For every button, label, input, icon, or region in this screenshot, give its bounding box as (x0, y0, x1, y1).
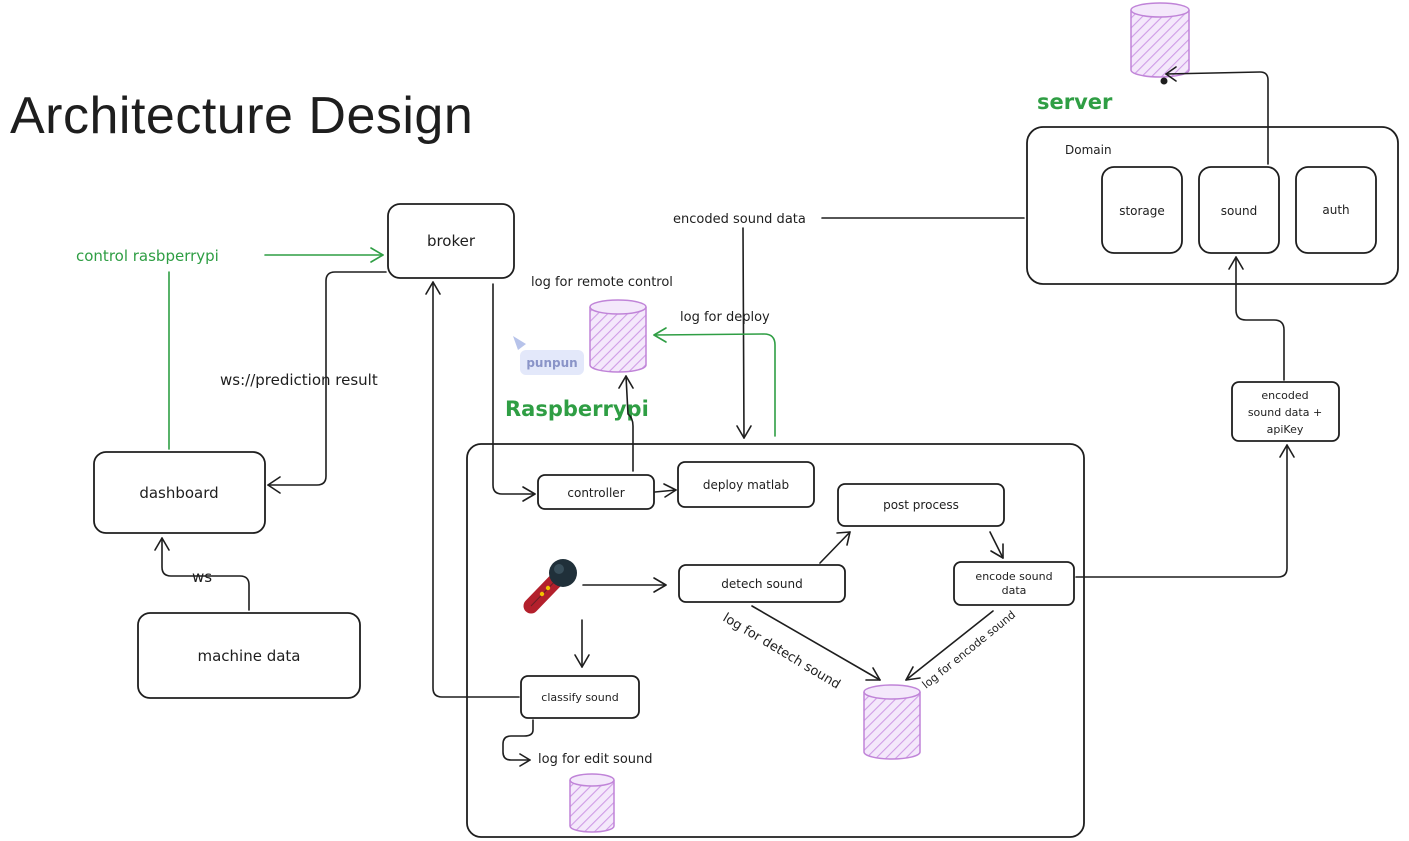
connector-classify-log-edit (502, 719, 534, 761)
collaborator-badge: punpun (513, 336, 584, 375)
server-domain-box (1026, 126, 1399, 285)
domain-label: Domain (1065, 143, 1112, 157)
dashboard-label: dashboard (139, 484, 218, 502)
encode-sound-data-label-1: encode sound (975, 570, 1052, 583)
connector-classify-broker (432, 281, 520, 698)
raspberrypi-box (466, 443, 1085, 838)
connector-controller-deploy (654, 489, 677, 493)
controller-label: controller (567, 486, 624, 500)
connector-encode-apikey (1075, 444, 1288, 578)
encode-sound-data-label-2: data (1002, 584, 1027, 597)
label-log-encode-sound: log for encode sound (920, 608, 1018, 691)
broker-node[interactable]: broker (387, 203, 515, 279)
cursor-dot (1160, 77, 1168, 85)
dashboard-node[interactable]: dashboard (93, 451, 266, 534)
label-control-rasbperrypi: control rasbperrypi (76, 247, 219, 265)
encoded-apikey-label-3: apiKey (1267, 423, 1304, 436)
label-ws: ws (192, 568, 212, 586)
post-process-label: post process (883, 498, 959, 512)
sound-node[interactable]: sound (1198, 166, 1280, 254)
raspberrypi-group-label: Raspberrypi (505, 397, 649, 421)
connector-controller-log-remote (625, 375, 634, 472)
connector-broker-dashboard (267, 271, 387, 486)
connector-raspberrypi-log-deploy (653, 333, 776, 437)
label-log-edit-sound: log for edit sound (538, 752, 653, 767)
detech-sound-node[interactable]: detech sound (678, 564, 846, 603)
encoded-apikey-label-2: sound data + (1248, 406, 1322, 419)
encoded-apikey-node[interactable]: encoded sound data + apiKey (1231, 381, 1340, 442)
label-log-remote-control: log for remote control (531, 275, 673, 290)
database-icon (589, 299, 647, 373)
badge-label: punpun (526, 356, 577, 370)
page-title: Architecture Design (10, 87, 474, 145)
machine-data-node[interactable]: machine data (137, 612, 361, 699)
connector-apikey-sound (1235, 256, 1285, 381)
server-group-label: server (1037, 90, 1113, 114)
machine-data-label: machine data (197, 647, 300, 665)
auth-label: auth (1322, 203, 1349, 217)
storage-label: storage (1119, 204, 1165, 218)
connector-post-encode (989, 531, 1004, 559)
classify-sound-label: classify sound (541, 691, 618, 704)
encode-sound-data-node[interactable]: encode sound data (953, 561, 1075, 606)
label-log-deploy: log for deploy (680, 310, 770, 325)
auth-node[interactable]: auth (1295, 166, 1377, 254)
detech-sound-label: detech sound (721, 577, 803, 591)
database-icon (863, 684, 921, 760)
label-encoded-sound-data: encoded sound data (673, 212, 806, 227)
database-icon (1130, 2, 1190, 78)
microphone-icon (523, 559, 577, 614)
storage-node[interactable]: storage (1101, 166, 1183, 254)
connector-encode-log (905, 610, 994, 681)
cursor-pointer-icon (513, 336, 526, 350)
connector-sound-database (1165, 71, 1269, 165)
controller-node[interactable]: controller (537, 474, 655, 510)
label-ws-prediction-result: ws://prediction result (220, 371, 378, 389)
classify-sound-node[interactable]: classify sound (520, 675, 640, 719)
connector-machine-dashboard (161, 537, 250, 611)
sound-label: sound (1221, 204, 1257, 218)
broker-label: broker (427, 232, 476, 250)
connector-broker-controller (492, 283, 536, 495)
database-icon (569, 773, 615, 833)
connector-detech-post (819, 531, 851, 564)
connector-detech-log (751, 605, 881, 681)
deploy-matlab-node[interactable]: deploy matlab (677, 461, 815, 508)
deploy-matlab-label: deploy matlab (703, 478, 789, 492)
encoded-apikey-label-1: encoded (1261, 389, 1308, 402)
post-process-node[interactable]: post process (837, 483, 1005, 527)
